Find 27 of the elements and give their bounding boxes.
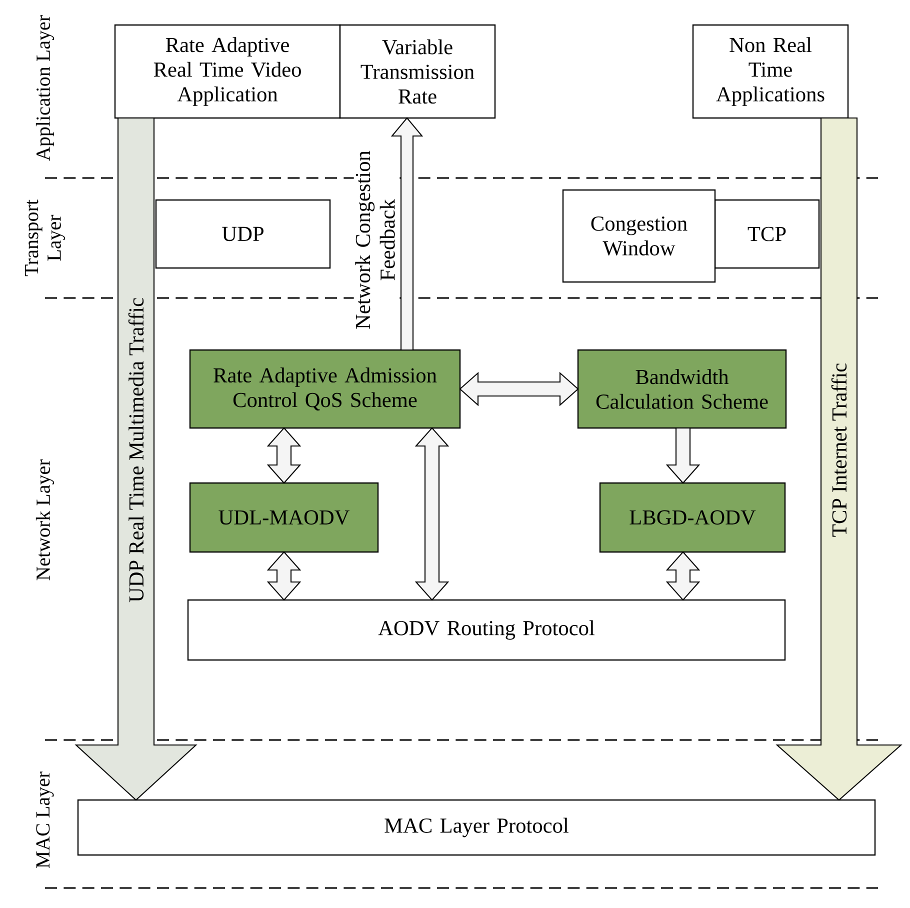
edge-label: Network Congestion Feedback	[354, 144, 396, 336]
text-box: AODV Routing Protocol	[187, 599, 786, 661]
block-arrow	[776, 117, 902, 801]
text-box: Congestion Window	[562, 189, 716, 283]
block-arrow	[666, 551, 700, 601]
text-box: Rate Adaptive Real Time Video Application	[114, 24, 341, 119]
block-arrow	[266, 427, 302, 484]
text-box: TCP	[714, 199, 820, 269]
text-box: Variable Transmission Rate	[339, 24, 496, 119]
block-arrow	[666, 427, 700, 484]
process-box: UDL-MAODV	[189, 482, 379, 553]
edge-label: UDP Real Time Multimedia Traffic	[127, 296, 145, 604]
block-arrow	[414, 427, 450, 601]
layer-label: Transport Layer	[24, 200, 66, 276]
text-box: MAC Layer Protocol	[77, 799, 876, 856]
block-arrow	[390, 117, 424, 351]
edge-label: TCP Internet Traffic	[830, 362, 848, 538]
block-arrow	[459, 372, 579, 406]
block-arrow	[266, 551, 302, 601]
layer-label: MAC Layer	[36, 772, 54, 868]
process-box: LBGD-AODV	[599, 482, 786, 553]
text-box: Non Real Time Applications	[692, 24, 849, 119]
text-box: UDP	[155, 199, 331, 269]
layer-label: Application Layer	[36, 15, 54, 161]
layer-label: Network Layer	[36, 459, 54, 580]
process-box: Rate Adaptive Admission Control QoS Scheme	[189, 349, 461, 429]
process-box: Bandwidth Calculation Scheme	[577, 349, 787, 429]
